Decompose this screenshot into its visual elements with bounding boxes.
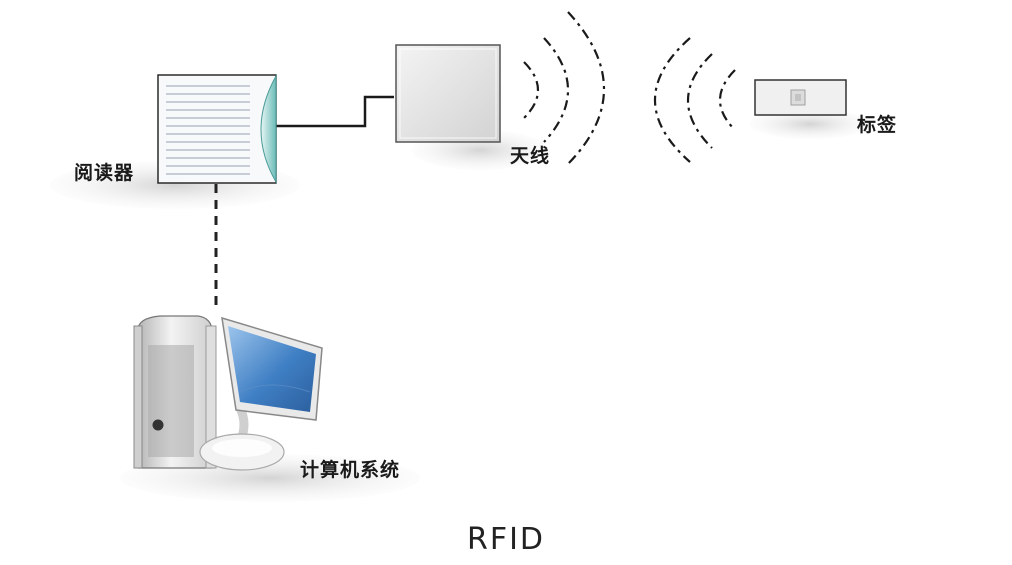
computer-label: 计算机系统 bbox=[300, 459, 401, 481]
reader-side-panel bbox=[260, 74, 277, 184]
tag-label: 标签 bbox=[857, 114, 898, 136]
reader-antenna-cable bbox=[276, 95, 394, 128]
antenna-label: 天线 bbox=[510, 145, 551, 167]
computer-tower bbox=[133, 315, 217, 469]
reader-vent-lines bbox=[166, 85, 250, 175]
power-button bbox=[152, 419, 164, 431]
computer-monitor bbox=[221, 316, 323, 421]
rfid-tag-icon bbox=[754, 79, 847, 116]
rfid-reader-icon bbox=[157, 74, 277, 184]
tag-waves bbox=[654, 37, 736, 163]
diagram-caption: RFID bbox=[466, 522, 546, 557]
tag-shadow bbox=[750, 109, 870, 139]
desktop-computer-icon bbox=[133, 315, 323, 471]
antenna-panel-icon bbox=[395, 44, 501, 143]
antenna-waves bbox=[523, 11, 606, 165]
reader-label: 阅读器 bbox=[74, 162, 135, 184]
